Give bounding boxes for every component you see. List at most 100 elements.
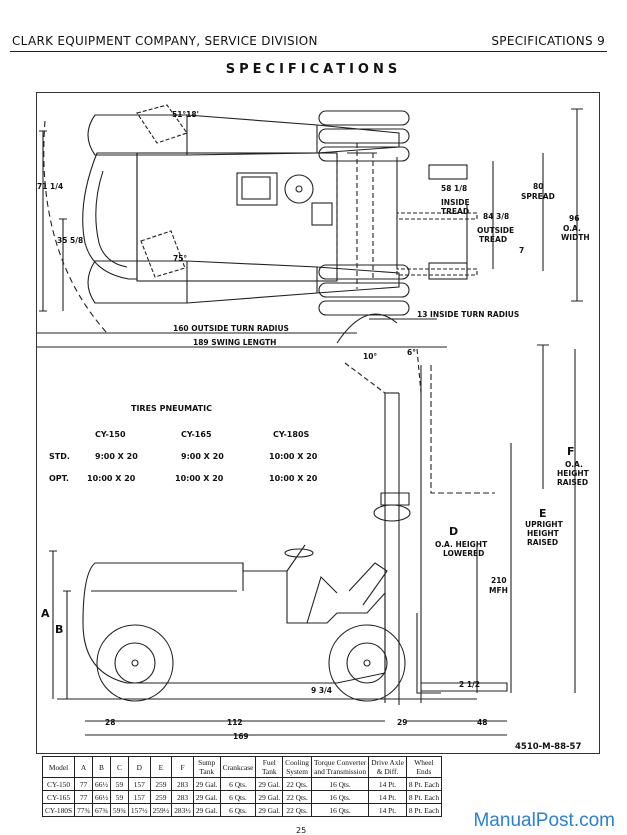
spec-table: Model A B C D E F Sump Tank Crankcase Fu… [41,756,443,817]
watermark: ManualPost.com [473,810,615,831]
col-sump: Sump Tank [192,756,221,778]
table-cell: 29 Gal. [255,790,284,804]
table-cell: CY-150 [41,777,76,791]
inside-turn-label: 13 INSIDE TURN RADIUS [417,310,519,319]
header-section: SPECIFICATIONS 9 [491,34,605,48]
dim-35-label: 35 5/8 [57,236,83,245]
dim-71-label: 71 1/4 [37,182,63,191]
col-crankcase: Crankcase [219,756,257,778]
header-company: CLARK EQUIPMENT COMPANY, SERVICE DIVISIO… [12,34,318,48]
table-cell: CY-180S [41,803,76,817]
angle-51-label: 51°18' [172,110,199,119]
tilt-back-label: 10° [363,352,377,361]
table-cell: 6 Qts. [219,790,257,804]
table-cell: 77¾ [74,803,94,817]
tires-block: TIRES PNEUMATIC CY-150 CY-165 CY-180S ST… [49,404,318,483]
table-cell: 259½ [149,803,173,817]
table-cell: 283 [171,790,194,804]
drawing-number: 4510-M-88-57 [515,742,581,752]
table-cell: 6 Qts. [219,777,257,791]
side-view-truck [49,344,576,736]
table-cell: 157 [127,777,151,791]
tire-std-1: 9:00 X 20 [95,452,138,461]
table-cell: 259 [149,777,173,791]
col-d: D [127,756,151,778]
tire-opt-2: 10:00 X 20 [175,474,224,483]
table-cell: 22 Qts. [282,790,312,804]
table-row: CY-165 77 66½ 59 157 259 283 29 Gal. 6 Q… [41,790,443,804]
oa-width-label: O.A.WIDTH [561,224,590,242]
tire-row-opt-label: OPT. [49,474,69,483]
col-wheel: Wheel Ends [405,756,443,778]
table-cell: 16 Qts. [310,777,370,791]
table-cell: 77 [74,777,94,791]
table-cell: 16 Qts. [310,803,370,817]
dim-d-label: D [449,525,458,538]
table-cell: 8 Pt. Each [405,790,443,804]
table-cell: CY-165 [41,790,76,804]
outside-turn-label: 160 OUTSIDE TURN RADIUS [173,324,289,333]
col-fuel: Fuel Tank [255,756,284,778]
dim-b-label: B [55,623,63,636]
table-cell: 29 Gal. [255,777,284,791]
col-e: E [149,756,173,778]
table-cell: 6 Qts. [219,803,257,817]
top-view-truck [37,104,583,348]
dim-e-label: E [539,507,547,520]
table-cell: 14 Pt. [368,777,407,791]
table-cell: 259 [149,790,173,804]
fork-thickness-label: 2 1/2 [459,680,480,689]
table-cell: 59¾ [109,803,129,817]
table-cell: 59 [109,777,129,791]
table-cell: 8 Pt. Each [405,803,443,817]
tire-row-std-label: STD. [49,452,70,461]
col-b: B [92,756,111,778]
dim-58-label: 58 1/8 [441,184,467,193]
tire-opt-1: 10:00 X 20 [87,474,136,483]
table-cell: 22 Qts. [282,777,312,791]
table-cell: 66½ [92,790,111,804]
col-f: F [171,756,194,778]
dim-80-label: 80 [533,182,543,191]
table-cell: 8 Pt. Each [405,777,443,791]
table-cell: 283 [171,777,194,791]
spec-table-header: Model A B C D E F Sump Tank Crankcase Fu… [41,756,443,778]
dim-f-label: F [567,445,575,458]
col-axle: Drive Axle & Diff. [368,756,407,778]
tire-std-2: 9:00 X 20 [181,452,224,461]
dim-29-label: 29 [397,718,407,727]
dim-84-label: 84 3/8 [483,212,509,221]
tilt-fwd-label: 6° [407,348,416,357]
ground-clearance-label: 9 3/4 [311,686,332,695]
dim-169-label: 169 [233,732,249,741]
table-cell: 14 Pt. [368,803,407,817]
tires-heading: TIRES PNEUMATIC [131,404,212,413]
table-cell: 22 Qts. [282,803,312,817]
col-cooling: Cooling System [282,756,312,778]
col-torque: Torque Converter and Transmission [310,756,370,778]
table-cell: 157½ [127,803,151,817]
col-a: A [74,756,94,778]
table-cell: 157 [127,790,151,804]
dim-a-label: A [41,607,50,620]
header-rule [10,51,607,52]
table-cell: 29 Gal. [192,777,221,791]
table-row: CY-150 77 66½ 59 157 259 283 29 Gal. 6 Q… [41,777,443,791]
table-cell: 29 Gal. [192,803,221,817]
dim-112-label: 112 [227,718,243,727]
swing-length-label: 189 SWING LENGTH [193,338,276,347]
table-cell: 29 Gal. [255,803,284,817]
table-cell: 66½ [92,777,111,791]
table-cell: 67¾ [92,803,111,817]
dim-48-label: 48 [477,718,487,727]
col-c: C [109,756,129,778]
tire-model-2: CY-165 [181,430,212,439]
dim-7-label: 7 [519,246,524,255]
spread-label: SPREAD [521,192,555,201]
